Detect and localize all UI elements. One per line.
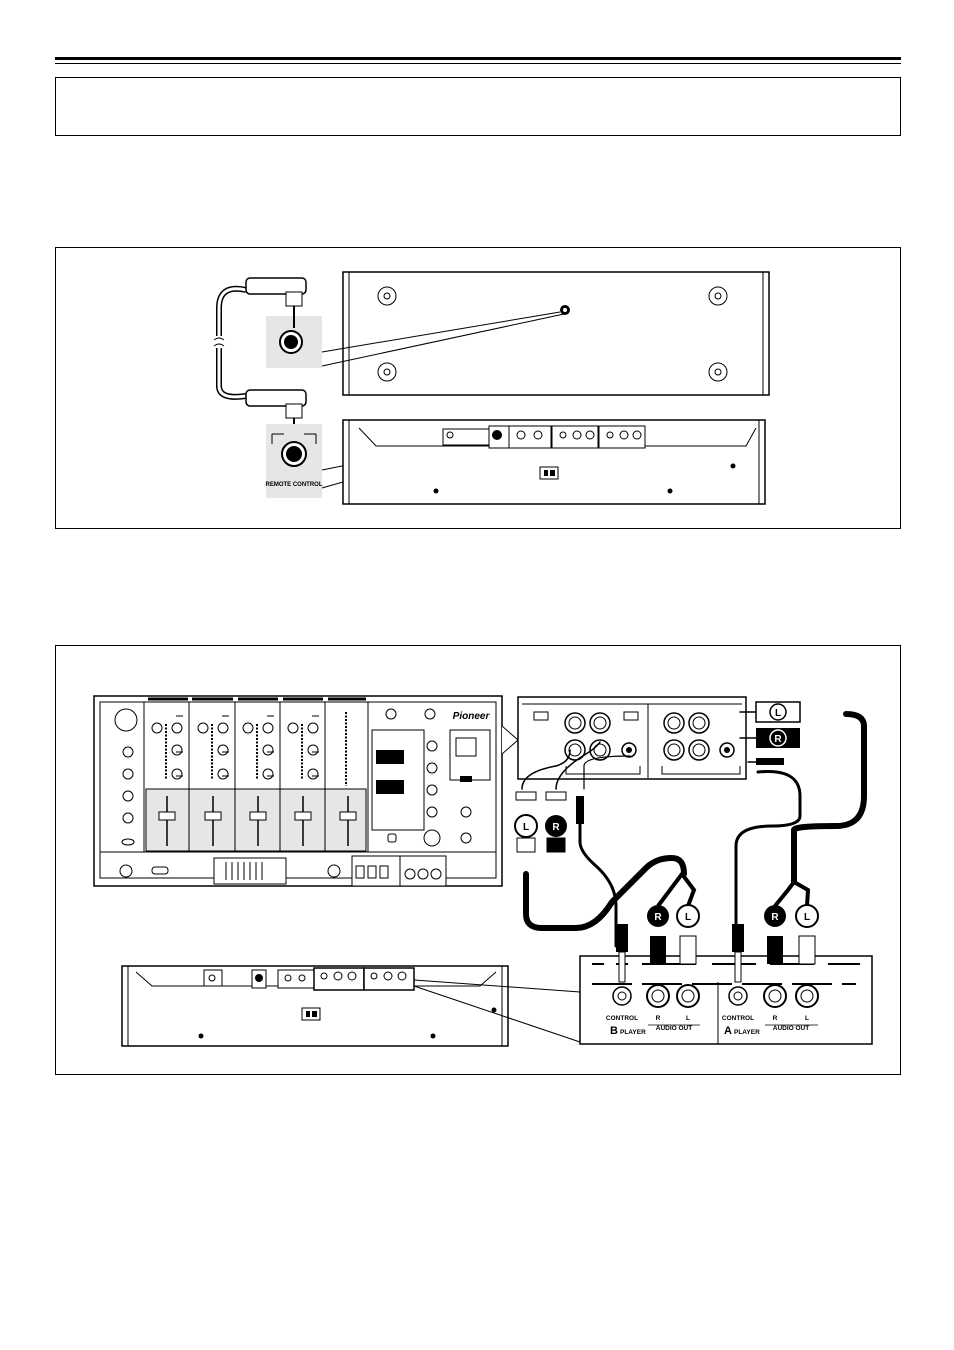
plug-r-a-device: R	[771, 912, 779, 923]
b-l-label: L	[686, 1015, 690, 1022]
plug-l-b-device: L	[685, 912, 691, 923]
b-player-word: PLAYER	[620, 1029, 646, 1036]
plug-r-a: R	[774, 734, 782, 745]
a-player-word: PLAYER	[734, 1029, 760, 1036]
plug-r-mixer: R	[552, 822, 560, 833]
plug-r-b-device: R	[654, 912, 662, 923]
a-control-label: CONTROL	[722, 1015, 754, 1022]
player-bottom-view	[343, 272, 769, 395]
dj-mixer: Pioneer	[94, 696, 518, 886]
remote-control-label: REMOTE CONTROL	[266, 482, 323, 488]
plug-l-mixer: L	[523, 822, 529, 833]
b-control-label: CONTROL	[606, 1015, 638, 1022]
player-rear-panel-small	[122, 966, 580, 1046]
b-audio-out: AUDIO OUT	[656, 1025, 693, 1032]
b-player-plugs-mixer-side: L R	[515, 792, 584, 852]
mixer-brand-logo: Pioneer	[453, 711, 491, 722]
remote-connection-diagram: REMOTE CONTROL	[56, 248, 902, 530]
player-rear-panel	[343, 420, 765, 504]
plug-l-a-device: L	[804, 912, 810, 923]
plug-l-a: L	[775, 708, 781, 719]
b-r-label: R	[656, 1015, 661, 1022]
mixer-connection-diagram: Pioneer	[56, 646, 902, 1076]
b-letter: B	[610, 1025, 618, 1037]
figure-remote-connection: REMOTE CONTROL	[55, 247, 901, 529]
a-player-plugs-device-side: R L	[764, 882, 818, 927]
header-rule-thick	[55, 57, 901, 60]
header-rule-thin	[55, 63, 901, 64]
a-audio-out: AUDIO OUT	[773, 1025, 810, 1032]
a-letter: A	[724, 1025, 732, 1037]
a-l-label: L	[805, 1015, 809, 1022]
figure-mixer-connection: Pioneer	[55, 645, 901, 1075]
section-header-box	[55, 77, 901, 136]
b-player-plugs-device-side: R L	[647, 874, 699, 927]
a-player-plugs-mixer-side: L R	[756, 702, 800, 765]
a-r-label: R	[773, 1015, 778, 1022]
